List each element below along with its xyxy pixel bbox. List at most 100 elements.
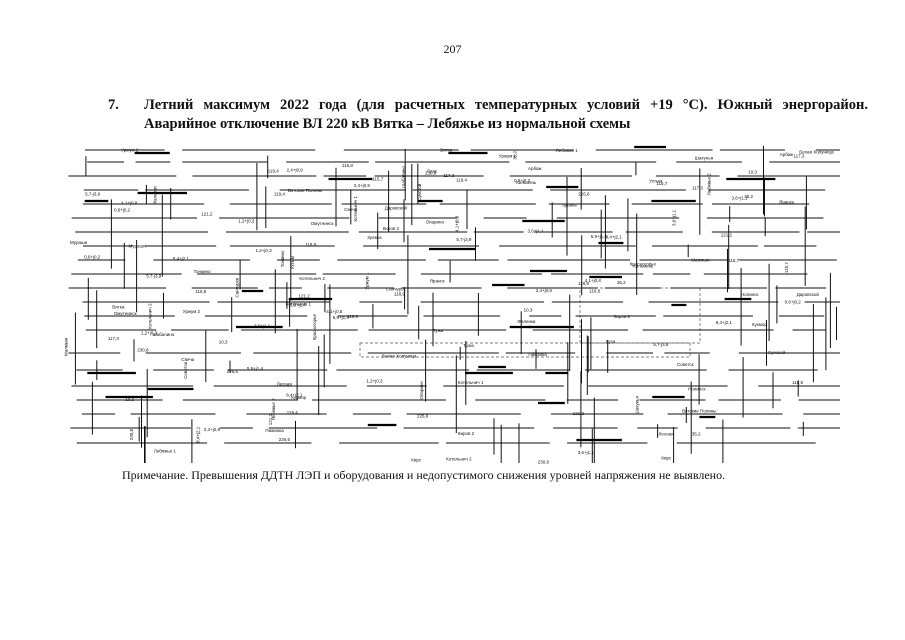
flow-value: 226,6	[578, 191, 590, 196]
substation-label: Луза	[427, 168, 437, 173]
flow-value: 4,1+j0,8	[585, 278, 602, 283]
flow-value: 117,3	[443, 173, 454, 178]
substation-label: Арбаж	[780, 152, 794, 157]
flow-value: 3,6+j1,1	[732, 195, 749, 200]
flow-value: 10,3	[524, 308, 533, 313]
substation-label: Кирс	[661, 456, 672, 461]
flow-value: 230,8	[538, 460, 550, 465]
substation-label: Кирс	[411, 458, 422, 463]
footnote: Примечание. Превышения ДДТН ЛЭП и оборуд…	[122, 468, 726, 482]
flow-value: 5,9+j1,4	[290, 302, 307, 307]
substation-label: Котельнич 1	[458, 380, 484, 385]
flow-value: 121,2	[299, 294, 311, 299]
substation-label: Котельнич 1	[353, 196, 358, 222]
substation-label: Пижанка	[528, 352, 547, 357]
substation-label: Даровской	[797, 291, 820, 297]
substation-label: Советск	[183, 362, 188, 379]
substation-label: Шабалино	[153, 332, 175, 337]
substation-label: Омутнинск	[114, 311, 137, 316]
flow-value: 1,2+j0,3	[141, 331, 158, 336]
flow-value: 119,4	[274, 191, 285, 196]
substation-label: Зуевка	[367, 235, 382, 240]
flow-value: 0,6+j0,2	[84, 255, 101, 260]
flow-value: 119,4	[268, 169, 279, 174]
flow-value: 2,4+j0,9	[204, 427, 221, 432]
flow-value: 117,3	[108, 336, 119, 341]
flow-value: 118,9	[305, 242, 316, 247]
substation-label: Ухтым	[649, 179, 662, 184]
substation-label: Уржум 2	[183, 309, 201, 314]
substation-label: Тонкино	[280, 250, 285, 267]
flow-value: 3,6+j1,1	[578, 450, 595, 455]
substation-label: Вятские Поляны	[682, 408, 716, 413]
flow-value: 8,4+j2,1	[716, 320, 733, 325]
substation-label: Вятка	[112, 305, 125, 310]
section-heading: 7. Летний максимум 2022 года (для расчет…	[108, 96, 868, 134]
flow-value: 115,7	[656, 181, 667, 186]
flow-value: 4,1+j0,8	[455, 215, 460, 232]
substation-label: Свеча	[181, 357, 194, 362]
substation-label: Кукмор	[291, 395, 306, 400]
substation-label: Лебяжье 2	[271, 398, 276, 420]
flow-value: 2,4+j0,9	[354, 183, 371, 188]
flow-value: 115,7	[784, 262, 789, 273]
flow-value: 115,7	[728, 258, 739, 263]
substation-label: Котельнич 2	[147, 303, 152, 329]
flow-value: 10,3	[748, 170, 757, 175]
flow-value: 121,2	[268, 414, 273, 426]
substation-label: Красногорье	[312, 314, 317, 341]
substation-label: Киров 2	[383, 226, 400, 231]
substation-label: Зуевка	[562, 202, 577, 207]
flow-value: 118,9	[347, 314, 358, 319]
flow-value: 4,1+j0,8	[121, 201, 138, 206]
substation-label: Кукмор	[752, 322, 767, 327]
substation-label: Малмыж	[691, 257, 709, 262]
flow-value: 116,8	[195, 289, 206, 294]
substation-label: Котельнич 2	[299, 276, 325, 281]
flow-value: 0,6+j0,2	[114, 207, 131, 212]
flow-value: 230,8	[425, 171, 437, 176]
substation-label: Фаленки	[152, 186, 157, 205]
substation-label: Фаленки	[517, 319, 536, 324]
substation-label: Даровской	[385, 204, 408, 210]
substation-label: Лебяжье 1	[154, 449, 176, 454]
flow-value: 1,2+j0,3	[256, 248, 273, 253]
flow-value: 3,6+j1,1	[672, 209, 677, 226]
flow-value: 121,2	[721, 233, 733, 238]
flow-value: 119,4	[287, 410, 298, 415]
flow-value: 0,6+j0,2	[514, 178, 531, 183]
flow-value: 10,3	[125, 397, 134, 402]
flow-value: 116,8	[792, 380, 803, 385]
flow-value: 5,9+j1,4	[333, 315, 350, 320]
flow-value: 5,7-j3,9	[653, 342, 669, 347]
flow-value: 5,7-j3,9	[146, 273, 162, 278]
substation-label: Свеча	[344, 207, 357, 212]
flow-value: 3,6+j1,1	[528, 229, 545, 234]
substation-label: Сунской	[416, 183, 422, 201]
substation-label: Малмыж	[63, 338, 68, 356]
section-title: Летний максимум 2022 года (для расчетных…	[144, 97, 868, 132]
flow-value: 5,7-j3,9	[85, 192, 101, 197]
substation-label: Красногорье	[630, 262, 657, 267]
substation-label: Мураши	[70, 240, 88, 245]
substation-label: Киров 2	[614, 314, 631, 319]
flow-value: 230,8	[129, 429, 134, 441]
flow-value: 121,2	[201, 212, 213, 217]
substation-label: Котельнич 1	[286, 302, 312, 307]
flow-value: 117,3	[794, 153, 805, 158]
scheme-lines	[68, 145, 840, 463]
flow-value: 8,4+j2,1	[606, 234, 623, 239]
substation-label: Советск	[677, 362, 694, 367]
substation-label: Котельнич 2	[446, 457, 472, 462]
flow-value: 115,7	[372, 177, 383, 182]
section-number: 7.	[108, 97, 119, 113]
flow-value: 10,3	[219, 340, 228, 345]
substation-label: Уржум 2	[121, 147, 139, 152]
substation-label: Белая Холуница	[382, 354, 417, 359]
substation-label: Тужа	[433, 328, 444, 333]
substation-label: Мураши	[129, 243, 147, 248]
substation-label: Белая Холуница	[799, 150, 834, 155]
flow-value: 3,6+j1,1	[254, 324, 271, 329]
substation-label: Луза	[605, 339, 615, 344]
